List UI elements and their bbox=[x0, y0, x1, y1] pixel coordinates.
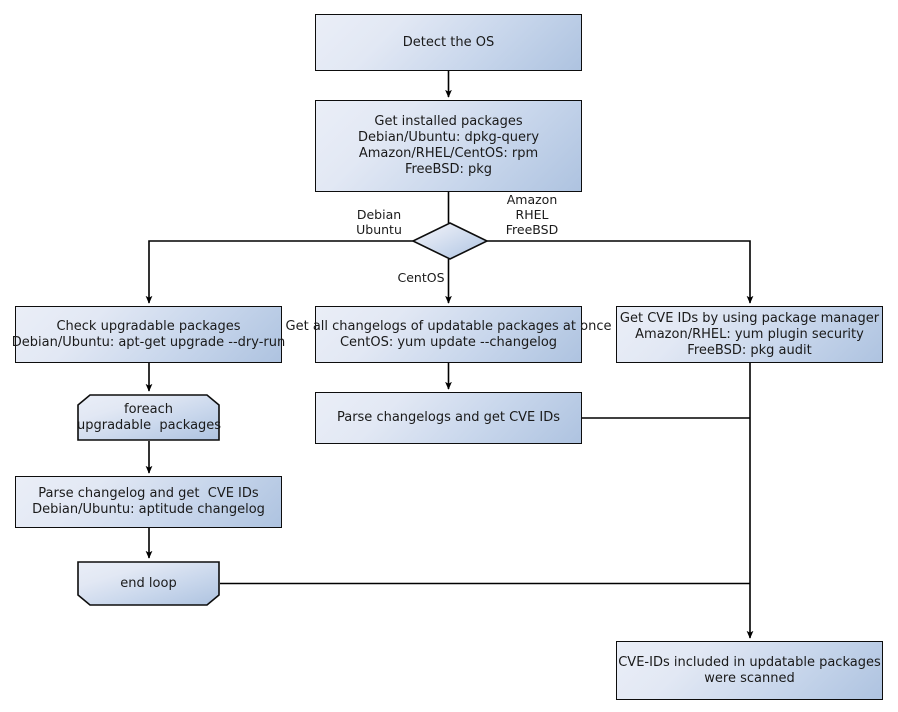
node-get-installed-packages-label: Get installed packages Debian/Ubuntu: dp… bbox=[357, 114, 540, 177]
node-foreach-loop-start-label: foreach upgradable packages bbox=[77, 401, 222, 433]
loop-end-shape bbox=[77, 561, 220, 606]
node-check-upgradable-label: Check upgradable packages Debian/Ubuntu:… bbox=[11, 318, 286, 350]
loop-start-shape bbox=[77, 394, 220, 441]
node-parse-changelog-left[interactable]: Parse changelog and get CVE IDs Debian/U… bbox=[15, 476, 282, 528]
node-scanned-result-label: CVE-IDs included in updatable packages w… bbox=[618, 654, 881, 686]
edge-label-amazon-rhel-freebsd: Amazon RHEL FreeBSD bbox=[505, 192, 559, 237]
node-parse-changelogs-center[interactable]: Parse changelogs and get CVE IDs bbox=[315, 392, 582, 444]
edge-decision-to-cve-pkgmgr bbox=[487, 240, 754, 304]
edge-label-debian-ubuntu: Debian Ubuntu bbox=[356, 207, 402, 237]
node-get-all-changelogs-label: Get all changelogs of updatable packages… bbox=[285, 318, 612, 350]
node-foreach-loop-start[interactable]: foreach upgradable packages bbox=[77, 394, 222, 441]
node-check-upgradable[interactable]: Check upgradable packages Debian/Ubuntu:… bbox=[11, 306, 286, 363]
node-get-cve-ids-pkgmgr[interactable]: Get CVE IDs by using package manager Ama… bbox=[616, 306, 883, 363]
node-get-installed-packages[interactable]: Get installed packages Debian/Ubuntu: dp… bbox=[315, 100, 582, 192]
edge-decision-to-check-upgradable bbox=[145, 240, 413, 304]
node-scanned-result[interactable]: CVE-IDs included in updatable packages w… bbox=[616, 641, 883, 700]
node-os-decision[interactable] bbox=[413, 223, 487, 259]
node-end-loop[interactable]: end loop bbox=[77, 561, 220, 606]
node-get-all-changelogs[interactable]: Get all changelogs of updatable packages… bbox=[286, 306, 611, 363]
node-detect-os[interactable]: Detect the OS bbox=[315, 14, 582, 71]
node-end-loop-label: end loop bbox=[120, 575, 177, 591]
edge-label-centos: CentOS bbox=[397, 270, 445, 285]
node-parse-changelogs-center-label: Parse changelogs and get CVE IDs bbox=[336, 410, 561, 425]
node-parse-changelog-left-label: Parse changelog and get CVE IDs Debian/U… bbox=[32, 486, 265, 517]
node-detect-os-label: Detect the OS bbox=[402, 34, 495, 50]
node-get-cve-ids-pkgmgr-label: Get CVE IDs by using package manager Ama… bbox=[619, 310, 880, 358]
